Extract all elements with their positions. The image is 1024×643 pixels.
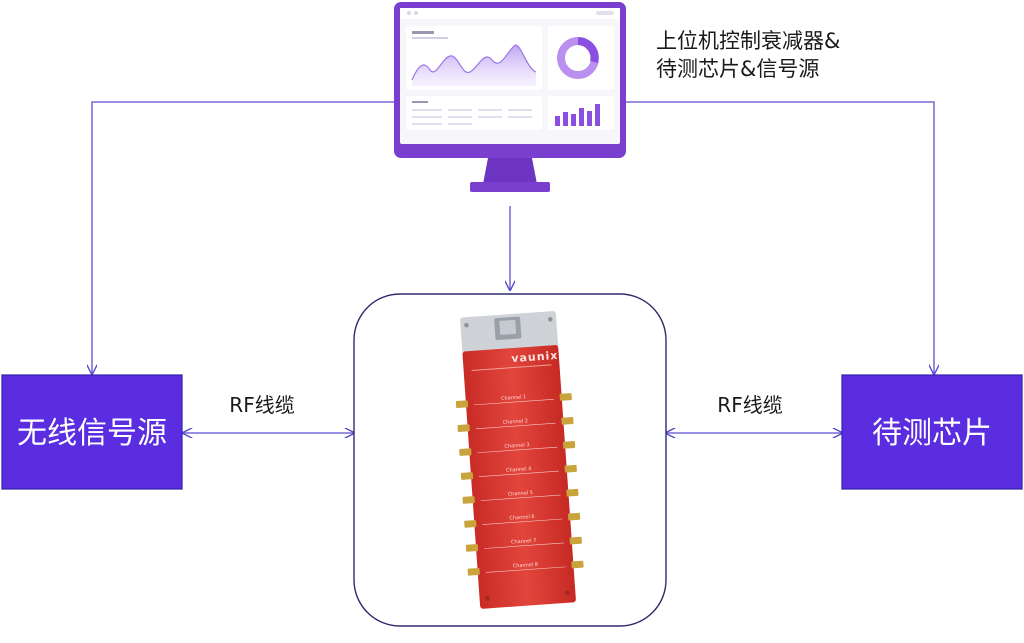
channel-label: Channel 4 — [506, 466, 532, 474]
computer-caption-line2: 待测芯片&信号源 — [656, 57, 819, 81]
computer-caption-line1: 上位机控制衰减器& — [656, 29, 840, 53]
channel-label: Channel 5 — [508, 490, 534, 498]
attenuator-device: vaunix — [455, 311, 584, 609]
attenuator-brand: vaunix — [511, 349, 559, 365]
left-link-label: RF线缆 — [229, 393, 294, 417]
signal-source-box: 无线信号源 — [1, 374, 183, 490]
channel-label: Channel 7 — [511, 538, 537, 546]
channel-lines — [474, 398, 566, 573]
channel-label: Channel 2 — [503, 418, 529, 426]
line-computer-to-chip — [626, 101, 934, 374]
channel-label: Channel 6 — [509, 514, 535, 522]
computer-monitor — [394, 2, 626, 192]
channel-label: Channel 1 — [501, 394, 527, 402]
chip-under-test-box: 待测芯片 — [841, 374, 1023, 490]
channel-ports-right — [559, 393, 584, 569]
channel-label: Channel 3 — [504, 442, 530, 450]
channel-labels: Channel 1 Channel 2 Channel 3 Channel 4 … — [501, 394, 538, 569]
right-link-label: RF线缆 — [717, 393, 782, 417]
chip-under-test-label: 待测芯片 — [872, 416, 992, 451]
line-computer-to-source — [92, 101, 394, 374]
connectors — [92, 101, 934, 433]
signal-source-label: 无线信号源 — [17, 416, 167, 451]
channel-ports-left — [455, 400, 480, 576]
channel-label: Channel 8 — [513, 562, 539, 570]
